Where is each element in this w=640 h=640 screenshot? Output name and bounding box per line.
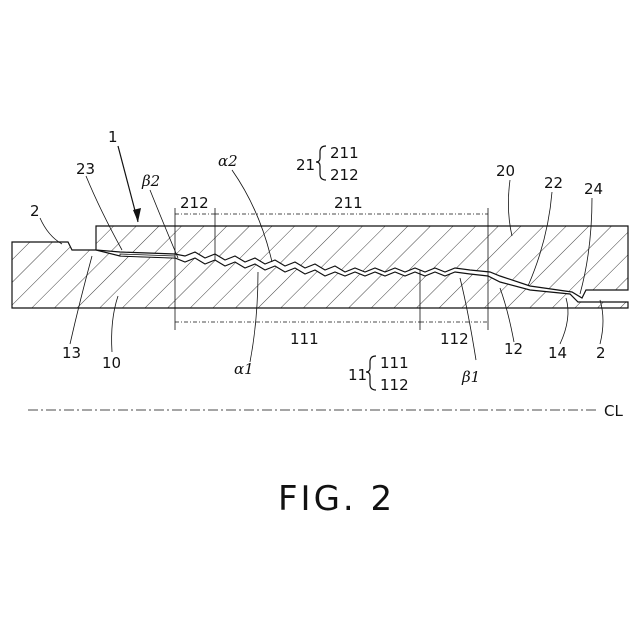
label-beta1: β1 [461,368,480,386]
label-pin-end: 14 [548,344,567,362]
label-legend-pin-111: 111 [380,354,409,372]
label-pin-shoulder: 13 [62,344,81,362]
label-pin-thread-region: 11 [348,366,367,384]
figure-title: FIG. 2 [278,479,395,519]
label-box-end: 24 [584,180,603,198]
label-pin: 10 [102,354,121,372]
label-box-thread-region: 21 [296,156,315,174]
label-box-seal: 22 [544,174,563,192]
label-alpha1: α1 [234,360,254,378]
label-box: 20 [496,162,515,180]
label-dim-111: 111 [290,330,319,348]
label-dim-211: 211 [334,194,363,212]
label-legend-box-212: 212 [330,166,359,184]
label-box-shoulder: 23 [76,160,95,178]
label-legend-pin-112: 112 [380,376,409,394]
label-dim-212: 212 [180,194,209,212]
label-pipe-left: 2 [30,202,40,220]
label-beta2: β2 [141,172,160,190]
label-legend-box-211: 211 [330,144,359,162]
label-pin-seal: 12 [504,340,523,358]
label-alpha2: α2 [218,152,238,170]
label-assembly: 1 [108,128,118,146]
label-centerline: CL [604,402,623,420]
label-dim-112: 112 [440,330,469,348]
label-pipe-right: 2 [596,344,606,362]
